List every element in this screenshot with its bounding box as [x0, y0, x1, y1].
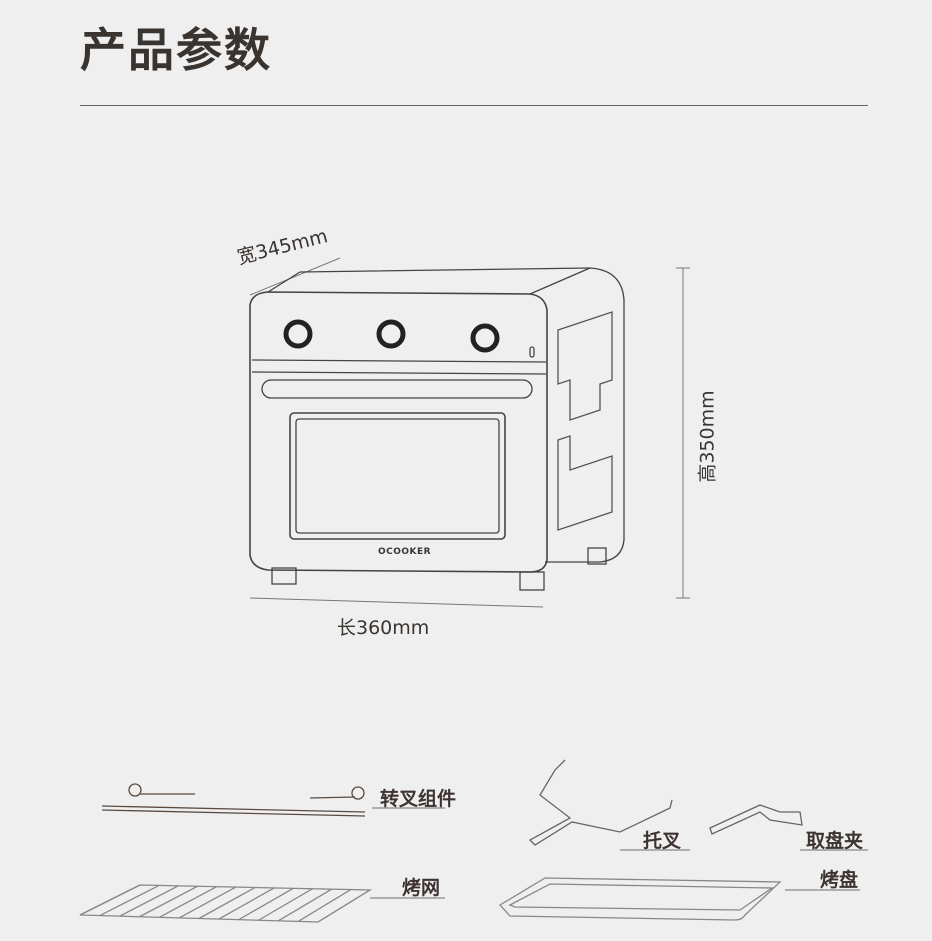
- height-label: 高350mm: [696, 390, 719, 483]
- page-title: 产品参数: [80, 23, 272, 77]
- height-dimension-line: [676, 267, 690, 599]
- title-divider: [80, 105, 868, 106]
- grill-rack-bar: [139, 885, 198, 918]
- brand-logo: OCOOKER: [378, 547, 432, 557]
- baking-tray-illustration: [498, 877, 860, 921]
- accessory-label-baking-tray: 烤盘: [820, 869, 859, 891]
- grill-rack-bar: [99, 884, 160, 917]
- rotisserie-illustration: [101, 783, 445, 817]
- grill-rack-bar: [119, 885, 179, 917]
- accessory-label-rotisserie: 转叉组件: [380, 788, 457, 810]
- grill-rack-illustration: [79, 884, 445, 923]
- accessory-label-tray-clip: 取盘夹: [806, 830, 864, 852]
- grill-rack-bar: [79, 884, 141, 916]
- accessory-label-grill-rack: 烤网: [402, 877, 441, 899]
- accessory-label-fork-holder: 托叉: [643, 830, 682, 852]
- fork-holder-illustration: [528, 759, 690, 851]
- length-dimension-line: [249, 597, 544, 608]
- grill-rack-bar: [297, 889, 352, 922]
- grill-rack-bar: [198, 886, 256, 920]
- grill-rack-bar: [317, 889, 371, 923]
- grill-rack-bar: [218, 887, 275, 920]
- grill-rack-bar: [178, 886, 237, 919]
- grill-rack-bar: [238, 887, 294, 921]
- grill-rack-bar: [159, 886, 217, 918]
- tray-clip-illustration: [709, 804, 868, 851]
- grill-rack-bar: [278, 888, 332, 922]
- grill-rack-bar: [258, 888, 313, 921]
- oven-illustration: [249, 267, 625, 591]
- length-label: 长360mm: [337, 617, 430, 639]
- width-dimension-line: [249, 257, 341, 296]
